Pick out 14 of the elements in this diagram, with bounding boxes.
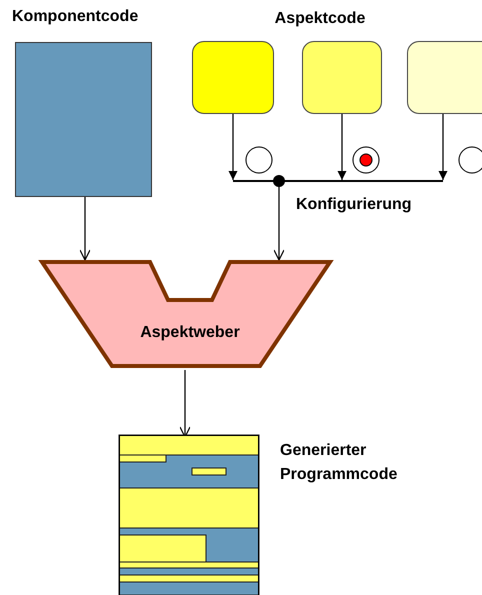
arrow [228, 114, 238, 180]
arrow [438, 114, 448, 180]
arrow [338, 114, 346, 180]
aspect-block [302, 41, 382, 114]
bus-line [233, 180, 443, 182]
aspect-block [407, 41, 482, 114]
node-label: Aspektweber [139, 324, 241, 342]
node-label: Generierter Programmcode [280, 441, 398, 485]
heading: Komponentcode [12, 8, 138, 26]
text-label: Aspektcode [274, 10, 366, 28]
text-label: Konfigurierung [296, 196, 412, 214]
arrow [79, 197, 91, 261]
aspect-block [192, 41, 274, 114]
arrow [273, 186, 285, 261]
